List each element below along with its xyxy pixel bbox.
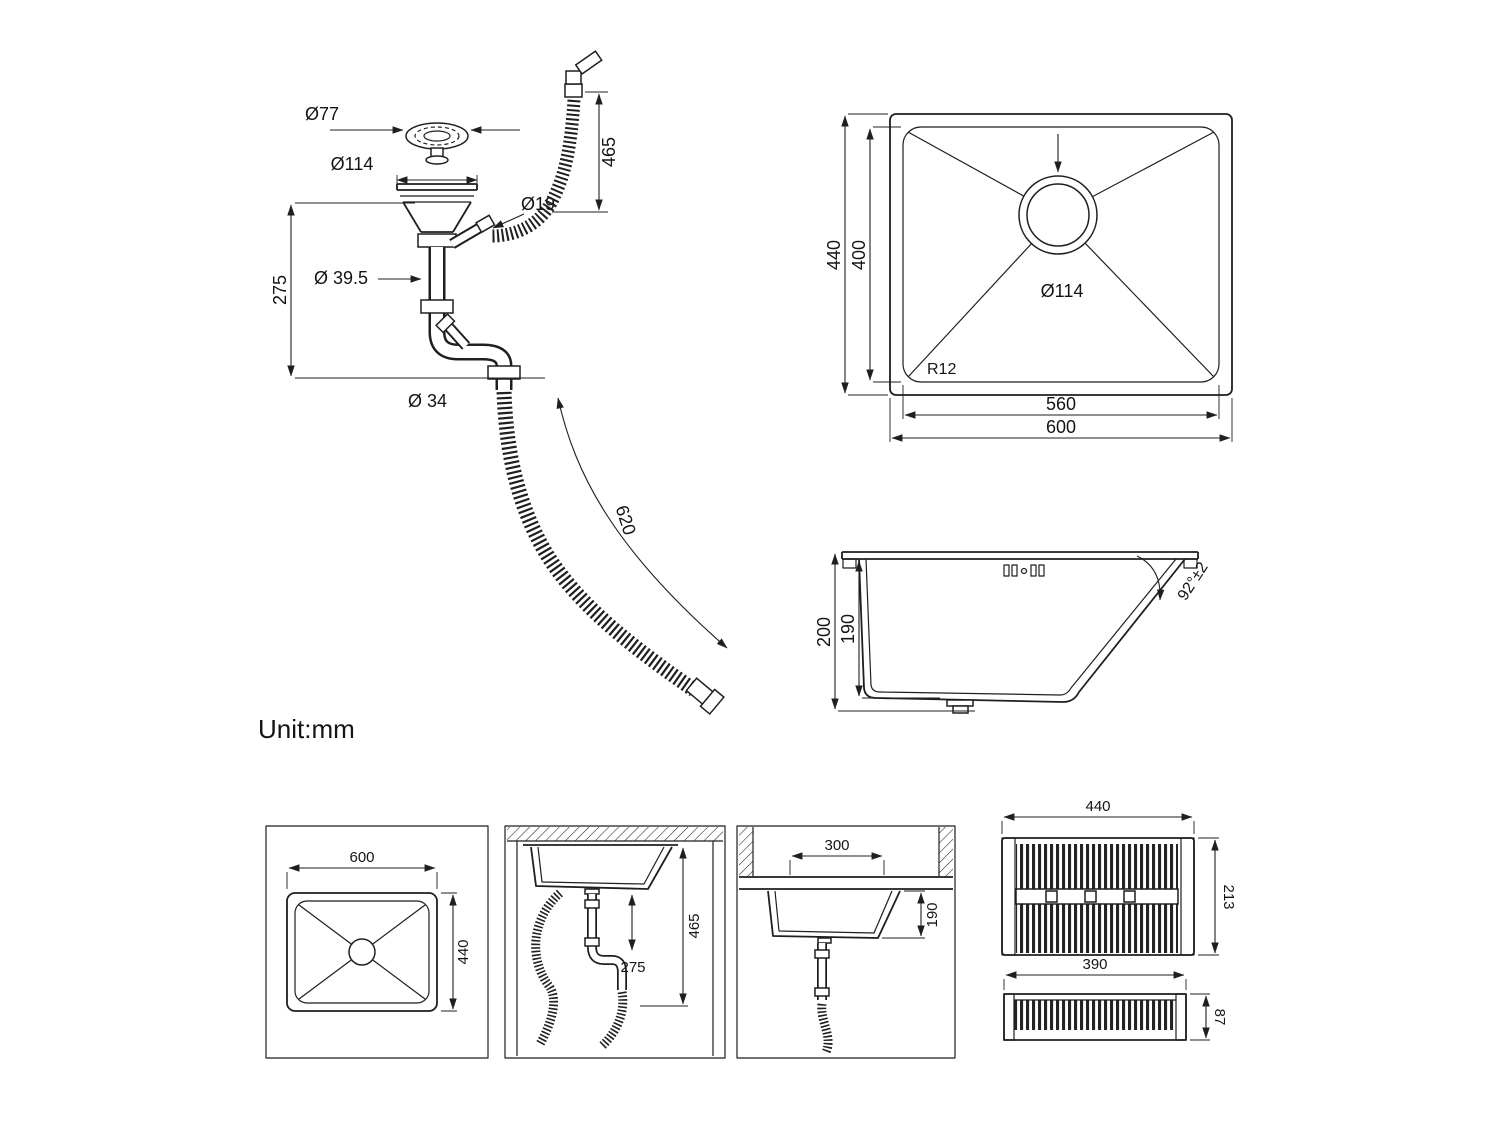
ext-side-view xyxy=(838,697,975,712)
ext-top-view-bottom xyxy=(889,385,1233,442)
dim-strainer-diameter-label: Ø77 xyxy=(305,104,339,124)
dim-overflow-connector-label: Ø19 xyxy=(521,194,555,214)
ext-overflow-hose xyxy=(552,91,608,213)
panel3-pipes xyxy=(814,943,833,1054)
counter-install-panel: 300 190 xyxy=(736,825,956,1059)
drain-flange xyxy=(396,183,478,248)
drain-rack-side-view: 390 87 xyxy=(1003,956,1228,1041)
dim-pipe-diameter-label: Ø 39.5 xyxy=(314,268,368,288)
panel3-ext xyxy=(789,860,925,939)
cabinet-walls xyxy=(516,841,714,1056)
strainer-plug xyxy=(405,122,469,165)
sink-top-view: Ø114 R12 440 400 560 600 xyxy=(824,113,1233,442)
panel1-depth-label: 440 xyxy=(455,939,472,964)
panel1-ext xyxy=(286,872,457,1012)
panel3-bowl-inner xyxy=(774,890,893,934)
panel1-diagonals xyxy=(298,904,426,1000)
drain-rack-top-view: 440 213 xyxy=(1001,798,1237,956)
dim-trap-height-label: 275 xyxy=(270,275,290,305)
trap-pipe xyxy=(420,247,521,390)
unit-label: Unit:mm xyxy=(258,714,355,744)
sink-side-view: 200 190 92°±2 xyxy=(814,551,1212,714)
rack-depth-label: 213 xyxy=(1220,884,1237,909)
rack-side-height-label: 87 xyxy=(1211,1009,1228,1026)
dim-overflow-hose-length-label: 465 xyxy=(599,137,619,167)
dim-outlet-diameter-label: Ø 34 xyxy=(408,391,447,411)
dim-inner-height-label: 190 xyxy=(838,614,858,644)
drain-hole-inner xyxy=(1026,183,1090,247)
rack-center-strap xyxy=(1015,888,1179,905)
rack-side-ext xyxy=(1003,979,1210,1041)
panel3-width-label: 300 xyxy=(824,837,849,854)
panel2-pipes xyxy=(531,889,628,1050)
leader-overflow-connector xyxy=(492,213,525,229)
drain-assembly-view: Ø77 Ø114 Ø19 465 xyxy=(270,50,728,716)
installed-top-view-panel: 600 440 xyxy=(265,825,489,1059)
panel1-width-label: 600 xyxy=(349,849,374,866)
rim-lines xyxy=(841,551,1199,560)
rack-top-ext xyxy=(1001,821,1219,956)
dim-drain-hose-length-label: 620 xyxy=(612,503,640,538)
bowl-outer-wall xyxy=(858,558,1186,703)
dim-drain-diameter-label: Ø114 xyxy=(1041,281,1084,301)
overflow-marks xyxy=(1003,564,1045,577)
panel2-total-height-label: 465 xyxy=(686,913,703,938)
countertop-hatch xyxy=(507,827,723,841)
ext-trap-height xyxy=(295,202,545,379)
dim-outer-width-label: 600 xyxy=(1046,417,1076,437)
overflow-hose xyxy=(491,50,603,243)
dim-inner-depth-label: 400 xyxy=(849,240,869,270)
panel2-bowl-outer xyxy=(530,846,673,890)
rack-side-bars xyxy=(1014,1000,1176,1030)
rack-width-label: 440 xyxy=(1085,798,1110,815)
bowl-inner-wall xyxy=(865,558,1177,696)
panel2-bowl-inner xyxy=(537,846,665,885)
dim-corner-radius-label: R12 xyxy=(927,361,956,378)
overflow-connector xyxy=(449,214,496,249)
bowl-diagonals xyxy=(907,131,1215,378)
panel3-bowl-outer xyxy=(767,890,901,939)
drain-stub xyxy=(946,699,974,714)
dim-flange-diameter-label: Ø114 xyxy=(331,154,374,174)
panel3-wall-stubs xyxy=(752,827,940,877)
dim-inner-width-label: 560 xyxy=(1046,394,1076,414)
panel3-counter xyxy=(739,876,953,890)
panel1-drain-hole xyxy=(348,938,376,966)
panel3-depth-label: 190 xyxy=(924,902,941,927)
dim-outer-depth-label: 440 xyxy=(824,240,844,270)
dim-outer-height-label: 200 xyxy=(814,617,834,647)
drain-hose xyxy=(496,391,725,716)
rack-side-width-label: 390 xyxy=(1082,956,1107,973)
angle-arc xyxy=(1136,555,1165,601)
ext-top-view-left xyxy=(848,113,901,396)
cabinet-install-panel: 465 275 xyxy=(504,825,726,1059)
dim-line-drain-hose xyxy=(556,397,728,649)
panel2-trap-height-label: 275 xyxy=(620,959,645,976)
